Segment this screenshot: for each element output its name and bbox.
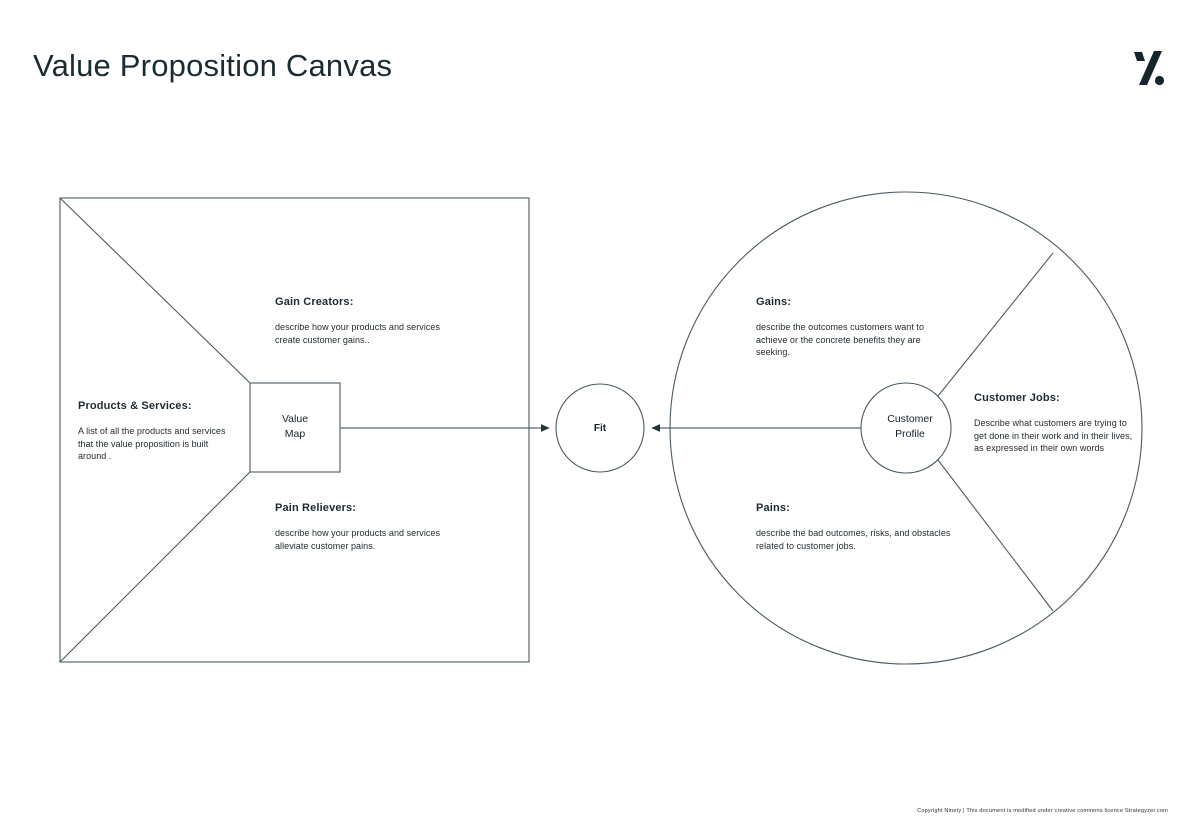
customer-profile-node-label: Customer Profile bbox=[865, 412, 955, 442]
footer-copyright: Copyright Ninety | This document is modi… bbox=[917, 808, 1168, 814]
gain-creators-block: Gain Creators: describe how your product… bbox=[275, 296, 465, 346]
value-map-label-line2: Map bbox=[284, 428, 306, 440]
products-services-block: Products & Services: A list of all the p… bbox=[78, 400, 238, 463]
gains-body: describe the outcomes customers want to … bbox=[756, 322, 925, 357]
pain-relievers-body: describe how your products and services … bbox=[275, 528, 441, 551]
profile-divider-lower bbox=[937, 459, 1054, 612]
gain-creators-heading: Gain Creators: bbox=[275, 296, 354, 308]
fit-node-label: Fit bbox=[593, 423, 607, 434]
pains-heading: Pains: bbox=[756, 502, 790, 514]
profile-divider-upper bbox=[937, 252, 1054, 397]
page-title: Value Proposition Canvas bbox=[33, 48, 393, 83]
value-map-label-line1: Value bbox=[281, 413, 309, 425]
pains-block: Pains: describe the bad outcomes, risks,… bbox=[756, 502, 956, 552]
value-map-diagonal-top bbox=[59, 197, 251, 384]
pain-relievers-block: Pain Relievers: describe how your produc… bbox=[275, 502, 465, 552]
customer-jobs-body: Describe what customers are trying to ge… bbox=[974, 418, 1133, 453]
fit-circle bbox=[555, 383, 645, 473]
products-services-heading: Products & Services: bbox=[78, 400, 192, 412]
gains-block: Gains: describe the outcomes customers w… bbox=[756, 296, 956, 359]
customer-jobs-block: Customer Jobs: Describe what customers a… bbox=[974, 392, 1139, 455]
gains-heading: Gains: bbox=[756, 296, 792, 308]
value-map-square bbox=[59, 197, 530, 663]
value-map-node-label: Value Map bbox=[250, 412, 340, 442]
pain-relievers-heading: Pain Relievers: bbox=[275, 502, 357, 514]
customer-profile-label-line2: Profile bbox=[895, 428, 925, 440]
value-map-diagonal-bottom bbox=[59, 471, 251, 663]
customer-jobs-heading: Customer Jobs: bbox=[974, 392, 1060, 404]
ninety-percent-logo-icon bbox=[1134, 51, 1165, 86]
pains-body: describe the bad outcomes, risks, and ob… bbox=[756, 528, 951, 551]
gain-creators-body: describe how your products and services … bbox=[275, 322, 441, 345]
products-services-body: A list of all the products and services … bbox=[78, 426, 226, 461]
customer-profile-label-line1: Customer bbox=[887, 413, 933, 425]
